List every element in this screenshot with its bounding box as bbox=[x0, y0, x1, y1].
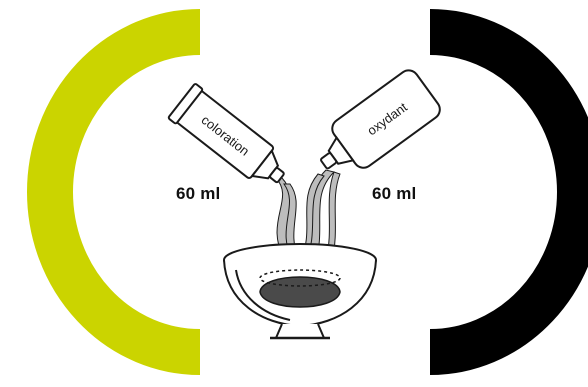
mixture-shape bbox=[260, 277, 340, 307]
right-arc bbox=[430, 32, 580, 352]
oxydant-quantity: 60 ml bbox=[372, 184, 416, 204]
oxydant-bottle: oxydant bbox=[307, 66, 443, 187]
coloration-tube: coloration bbox=[168, 83, 294, 195]
mixing-bowl bbox=[224, 244, 376, 338]
coloration-quantity: 60 ml bbox=[176, 184, 220, 204]
